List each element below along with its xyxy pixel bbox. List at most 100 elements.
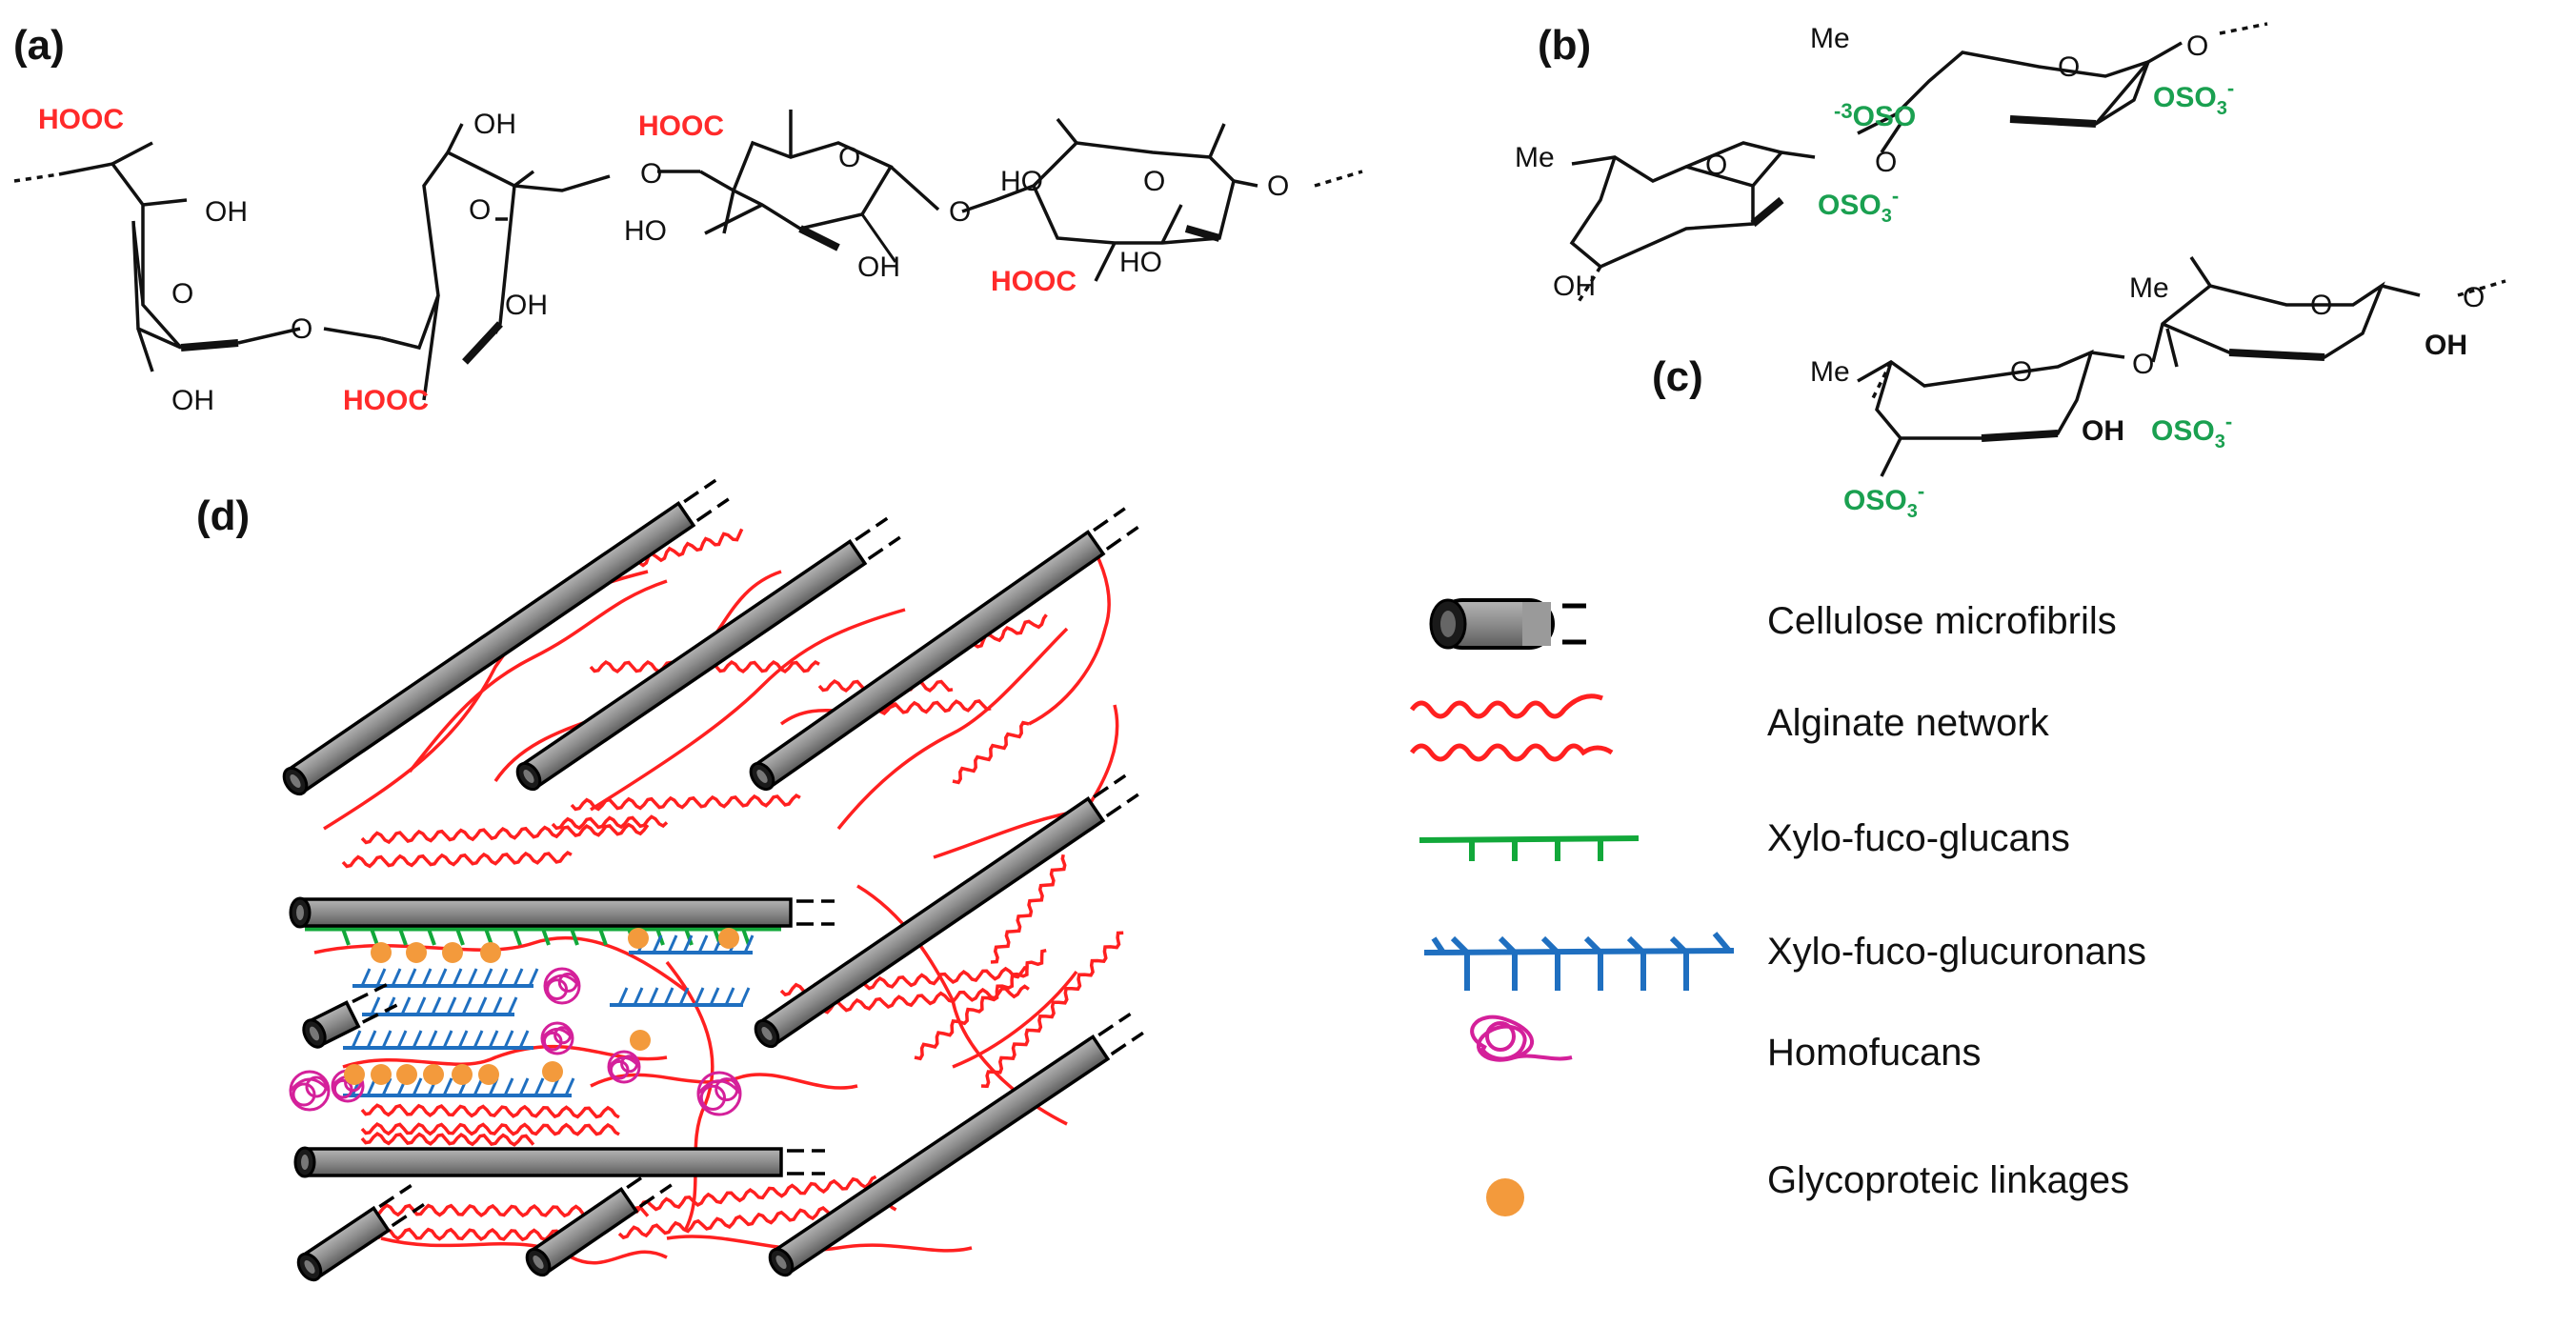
xylo-fuco-glucuronan-branch (391, 968, 402, 987)
cellulose-microfibril (749, 507, 1139, 792)
xylo-fuco-glucuronan-branch (412, 1077, 423, 1096)
hydroxyl-label: OH (205, 196, 248, 228)
legend: Cellulose microfibrils Alginate network … (1409, 598, 2146, 1216)
xylo-fuco-glucan-branch (570, 928, 579, 946)
ring-oxygen-label: O (469, 194, 491, 226)
alginate-strand (952, 720, 1030, 785)
xylo-fuco-glucuronan-branch (385, 996, 396, 1015)
methyl-label: Me (1810, 23, 1850, 54)
sulfate-label: OSO3- (1843, 479, 1924, 522)
glycosidic-oxygen-label: O (291, 313, 312, 345)
xylo-fuco-glucuronan-branch (427, 1030, 438, 1049)
xylo-fuco-glucuronan-branch (366, 1030, 377, 1049)
xylo-fuco-glucuronan-branch (446, 996, 457, 1015)
xylo-fuco-glucuronan-branch (381, 1030, 392, 1049)
xylo-fuco-glucuronan-branch (476, 996, 488, 1015)
sulfate-label: OSO3- (1818, 184, 1899, 227)
cellulose-microfibrils (282, 478, 1144, 1282)
xylo-fuco-glucuronan-branch (503, 1077, 514, 1096)
glycoproteic-linkage (371, 942, 392, 963)
cellulose-microfibril (768, 1012, 1144, 1277)
cellulose-microfibril (289, 896, 835, 929)
xylo-fuco-glucuronan-branch (415, 996, 427, 1015)
xylo-fuco-glucan-icon (1419, 835, 1640, 861)
legend-label: Cellulose microfibrils (1767, 600, 2117, 642)
sulfate-label-inverse: -3OSO (1834, 99, 1916, 132)
xylo-fuco-glucan-branch (370, 928, 379, 946)
xylo-fuco-glucuronan-branch (648, 987, 659, 1006)
acid-group-label: HOOC (343, 385, 429, 416)
glycosidic-oxygen-label: O (2132, 349, 2154, 380)
xylo-fuco-glucuronan-branch (617, 987, 629, 1006)
alginate-chain (380, 1236, 668, 1265)
legend-item-homofucans: Homofucans (1470, 1015, 1982, 1074)
legend-label: Alginate network (1767, 702, 2050, 744)
alginate-strand (341, 850, 573, 869)
cellulose-microfibril (296, 1184, 425, 1282)
xylo-fuco-glucan-branch (598, 928, 608, 946)
cellulose-microfibril (282, 478, 730, 796)
cellulose-microfibril-icon (1429, 598, 1586, 650)
glycosidic-oxygen-label: O (2463, 282, 2485, 313)
glycoproteic-linkage (628, 928, 649, 949)
legend-label: Homofucans (1767, 1032, 1982, 1074)
panel-label-c: (c) (1652, 353, 1703, 400)
xylo-fuco-glucuronan-branch (400, 996, 412, 1015)
acid-group-label: HOOC (38, 104, 124, 135)
homofucan-coil (543, 967, 581, 1005)
cellulose-microfibril (754, 774, 1139, 1049)
alginate-strand (636, 528, 744, 568)
xylo-fuco-glucuronan-branch (633, 987, 644, 1006)
xylo-fuco-glucuronan-branch (663, 987, 674, 1006)
alginate-network-icon (1409, 693, 1614, 762)
xylo-fuco-glucans (305, 926, 781, 946)
acid-group-label: HOOC (991, 266, 1077, 297)
ring-oxygen-label: O (171, 278, 193, 310)
ring-oxygen-label: O (1143, 166, 1165, 197)
acid-group-label: HOOC (638, 110, 724, 142)
xylo-fuco-glucuronan-branch (452, 968, 463, 987)
alginate-strand (980, 931, 1124, 1089)
legend-item-xylo-fuco-glucuronans: Xylo-fuco-glucuronans (1423, 931, 2146, 991)
xylo-fuco-glucuronan-branch (709, 987, 720, 1006)
xylo-fuco-glucuronan-branch (564, 1077, 575, 1096)
sulfate-label: OSO3- (2153, 76, 2234, 119)
alginate-strand (360, 1103, 620, 1119)
ring-oxygen-label: O (838, 142, 860, 173)
legend-label: Xylo-fuco-glucans (1767, 817, 2070, 859)
xylo-fuco-glucuronan-branch (442, 1030, 453, 1049)
xylo-fuco-glucuronan-branch (667, 934, 678, 954)
xylo-fuco-glucuronan-branch (482, 968, 493, 987)
alginate-chain (666, 1235, 973, 1253)
glycoproteic-linkage (423, 1064, 444, 1085)
glycoproteic-linkages (344, 928, 739, 1085)
legend-item-cellulose: Cellulose microfibrils (1429, 598, 2117, 650)
legend-item-xylo-fuco-glucans: Xylo-fuco-glucans (1419, 817, 2070, 861)
glycoproteic-linkage (442, 942, 463, 963)
glycoproteic-linkage (371, 1064, 392, 1085)
hydroxyl-label: OH (857, 251, 900, 283)
xylo-fuco-glucuronan-branch (360, 968, 372, 987)
xylo-fuco-glucuronan-branch (351, 1030, 362, 1049)
xylo-fuco-glucuronan-branch (492, 996, 503, 1015)
glycosidic-oxygen-label: O (1267, 171, 1289, 202)
xylo-fuco-glucuronan-branch (473, 1030, 484, 1049)
ring-oxygen-label: O (1705, 150, 1727, 181)
ring-oxygen-label: O (2010, 356, 2032, 388)
methyl-label: Me (1515, 142, 1555, 173)
panel-label-b: (b) (1538, 22, 1591, 69)
xylo-fuco-glucuronan-branch (431, 996, 442, 1015)
ring-oxygen-label: O (2310, 290, 2332, 321)
xylo-fuco-glucan-branch (455, 928, 465, 946)
glycoproteic-linkage (478, 1064, 499, 1085)
alginate-chain (1028, 552, 1111, 726)
xylo-fuco-glucan-branch (541, 928, 551, 946)
cellulose-microfibril (525, 1164, 673, 1277)
xylo-fuco-glucuronan-branch (406, 968, 417, 987)
xylo-fuco-glucuronan-branch (436, 968, 448, 987)
hydroxyl-label: OH (473, 109, 516, 140)
structure-c-fucoidan (1857, 256, 2506, 477)
xylo-fuco-glucuronan-branch (381, 1077, 392, 1096)
glycoproteic-linkage (718, 928, 739, 949)
xylo-fuco-glucuronan-branch (421, 968, 433, 987)
